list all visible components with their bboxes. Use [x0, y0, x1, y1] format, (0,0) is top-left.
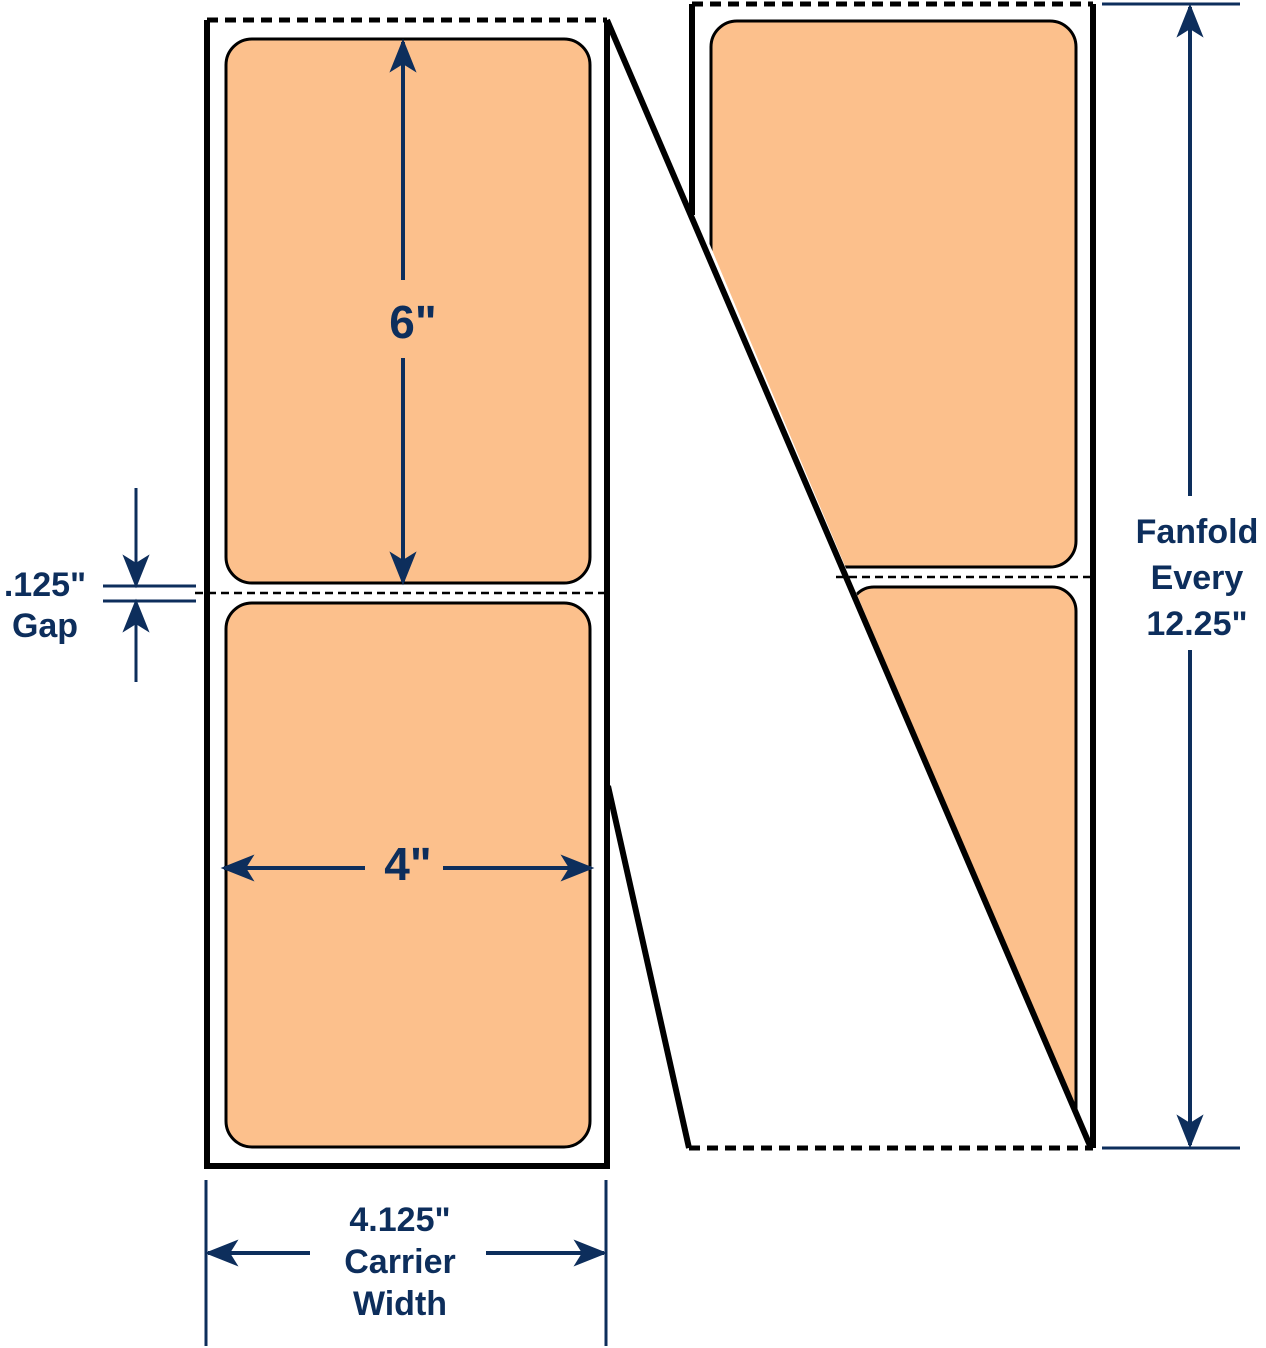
carrier-width-value-text: 4.125": [349, 1201, 450, 1239]
fanfold-line1-text: Fanfold: [1136, 513, 1259, 551]
carrier-outline: [204, 20, 610, 1169]
gap-value-text: .125": [4, 566, 86, 604]
fold-diagonal-long: [604, 18, 1094, 1150]
fanfold-line2-text: Every: [1151, 559, 1244, 597]
label-height-dimension: 6": [389, 38, 437, 586]
fanfold-section: [604, 1, 1096, 1151]
label-width-dimension: 4": [220, 838, 595, 890]
gap-label-text: Gap: [12, 607, 78, 645]
label-width-text: 4": [384, 838, 431, 890]
label-height-text: 6": [389, 296, 436, 348]
carrier-width-line2-text: Width: [353, 1285, 447, 1323]
gap-dimension: .125" Gap: [4, 488, 196, 682]
fanfold-line3-text: 12.25": [1146, 605, 1247, 643]
carrier-width-line1-text: Carrier: [344, 1243, 456, 1281]
carrier-width-dimension: 4.125" Carrier Width: [204, 1180, 608, 1346]
fold-diagonal-short: [605, 785, 692, 1149]
fanfold-dimension: Fanfold Every 12.25": [1102, 2, 1259, 1150]
